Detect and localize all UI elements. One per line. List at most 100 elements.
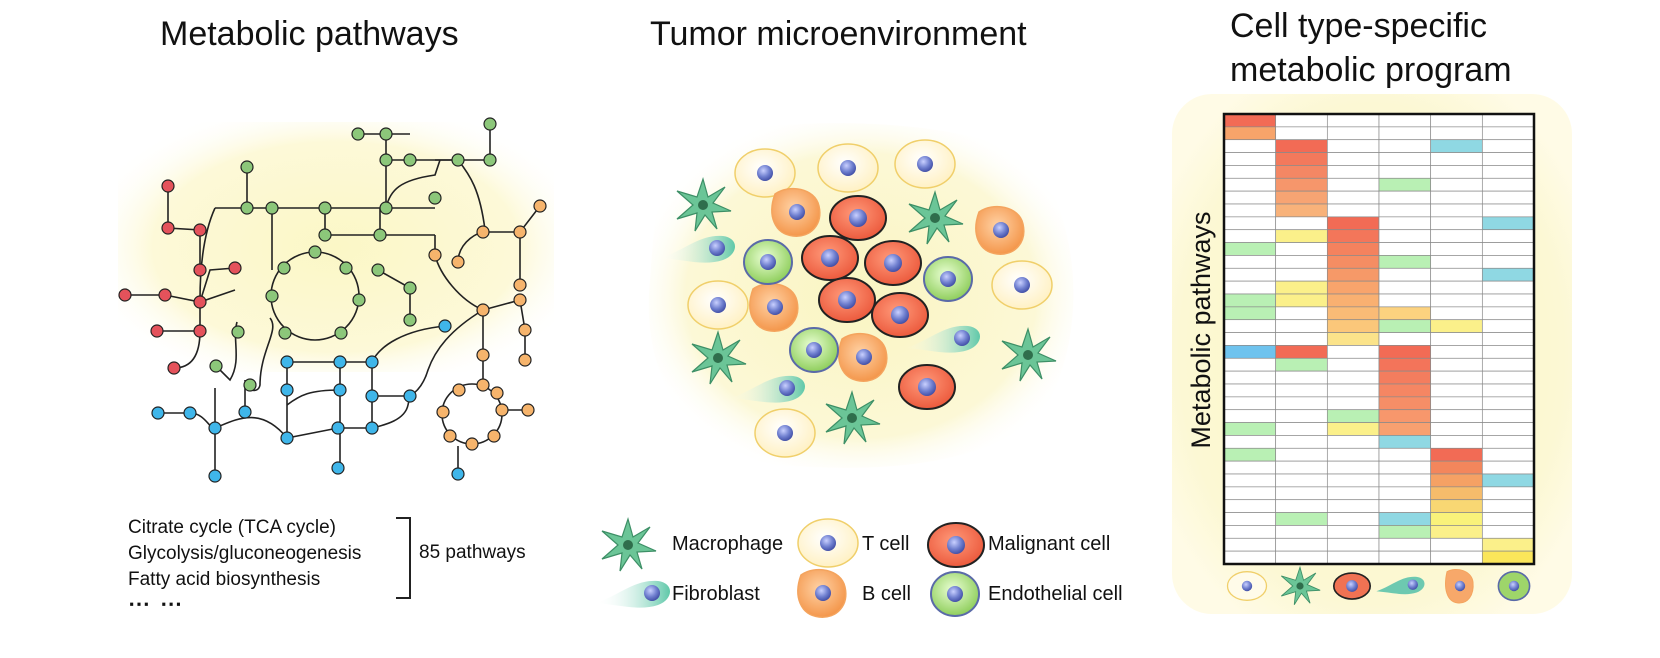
heatmap-cell bbox=[1326, 422, 1380, 436]
pathway-item: Fatty acid biosynthesis bbox=[128, 569, 321, 590]
legend-fibroblast-label: Fibroblast bbox=[672, 583, 760, 605]
column-icon-t-cell bbox=[1226, 571, 1268, 601]
column-icon-malignant-cell bbox=[1332, 572, 1372, 600]
heatmap-cell bbox=[1378, 422, 1432, 436]
heatmap-cell bbox=[1223, 242, 1277, 256]
heatmap-cell bbox=[1326, 190, 1380, 205]
heatmap-cell bbox=[1326, 460, 1380, 475]
heatmap-cell bbox=[1430, 345, 1483, 359]
heatmap-cell bbox=[1430, 537, 1483, 552]
heatmap-cell bbox=[1275, 280, 1328, 295]
heatmap-cell bbox=[1223, 383, 1277, 398]
program-title: Cell type-specific metabolic program bbox=[1230, 4, 1512, 92]
heatmap-cell bbox=[1275, 473, 1328, 488]
heatmap-cell bbox=[1275, 537, 1328, 552]
heatmap-cell bbox=[1481, 319, 1535, 333]
heatmap-cell bbox=[1223, 190, 1277, 205]
heatmap-cell bbox=[1481, 216, 1535, 231]
heatmap-cell bbox=[1223, 319, 1277, 333]
heatmap-cell bbox=[1481, 267, 1535, 282]
heatmap-cell bbox=[1326, 512, 1380, 526]
heatmap-cell bbox=[1275, 447, 1328, 462]
heatmap-cell bbox=[1481, 306, 1535, 321]
heatmap-cell bbox=[1481, 435, 1535, 449]
heatmap-cell bbox=[1223, 267, 1277, 282]
heatmap-cell bbox=[1275, 139, 1328, 153]
heatmap-cell bbox=[1275, 255, 1328, 269]
column-icon-b-cell bbox=[1445, 568, 1474, 604]
column-icon-fibroblast bbox=[1376, 576, 1425, 595]
heatmap-cell bbox=[1430, 113, 1483, 128]
heatmap-cell bbox=[1275, 345, 1328, 359]
heatmap-cell bbox=[1223, 435, 1277, 449]
heatmap-cell bbox=[1481, 370, 1535, 385]
heatmap-cell bbox=[1326, 435, 1380, 449]
heatmap-cell bbox=[1275, 460, 1328, 475]
heatmap-cell bbox=[1481, 139, 1535, 153]
heatmap-cell bbox=[1378, 280, 1432, 295]
heatmap-cell bbox=[1326, 267, 1380, 282]
heatmap-cell bbox=[1481, 190, 1535, 205]
heatmap-cell bbox=[1223, 280, 1277, 295]
heatmap-cell bbox=[1378, 267, 1432, 282]
heatmap-cell bbox=[1430, 409, 1483, 423]
heatmap-cell bbox=[1326, 525, 1380, 539]
heatmap-cell bbox=[1378, 473, 1432, 488]
heatmap-cell bbox=[1378, 486, 1432, 501]
heatmap-cell bbox=[1430, 190, 1483, 205]
heatmap-cell bbox=[1223, 486, 1277, 501]
heatmap-cell bbox=[1275, 306, 1328, 321]
column-icon-macrophage bbox=[1280, 565, 1321, 605]
heatmap-cell bbox=[1223, 537, 1277, 552]
heatmap-cell bbox=[1378, 370, 1432, 385]
heatmap-cell bbox=[1378, 460, 1432, 475]
heatmap-cell bbox=[1326, 550, 1380, 565]
heatmap-cell bbox=[1223, 422, 1277, 436]
heatmap-cell bbox=[1430, 435, 1483, 449]
heatmap-cell bbox=[1275, 203, 1328, 218]
heatmap-cell bbox=[1275, 113, 1328, 128]
heatmap-cell bbox=[1326, 370, 1380, 385]
heatmap-cell bbox=[1223, 229, 1277, 243]
heatmap-cell bbox=[1223, 447, 1277, 462]
heatmap-cell bbox=[1223, 216, 1277, 231]
heatmap-cell bbox=[1223, 306, 1277, 321]
heatmap-cell bbox=[1326, 229, 1380, 243]
heatmap-cell bbox=[1430, 460, 1483, 475]
heatmap-cell bbox=[1275, 435, 1328, 449]
heatmap-cell bbox=[1275, 525, 1328, 539]
heatmap-cell bbox=[1223, 113, 1277, 128]
heatmap-cell bbox=[1223, 152, 1277, 166]
heatmap-cell bbox=[1378, 319, 1432, 333]
heatmap-cell bbox=[1430, 293, 1483, 308]
heatmap-cell bbox=[1378, 499, 1432, 513]
heatmap-cell bbox=[1326, 319, 1380, 333]
heatmap-cell bbox=[1223, 203, 1277, 218]
heatmap-cell bbox=[1378, 139, 1432, 153]
heatmap-cell bbox=[1223, 332, 1277, 346]
heatmap-cell bbox=[1275, 242, 1328, 256]
heatmap-cell bbox=[1223, 126, 1277, 141]
heatmap-cell bbox=[1326, 126, 1380, 141]
heatmap-cell bbox=[1481, 512, 1535, 526]
heatmap-cell bbox=[1378, 126, 1432, 141]
heatmap-cell bbox=[1378, 177, 1432, 192]
heatmap-cell bbox=[1275, 409, 1328, 423]
heatmap-cell bbox=[1326, 345, 1380, 359]
heatmap-cell bbox=[1223, 396, 1277, 411]
heatmap-cell bbox=[1223, 177, 1277, 192]
heatmap-cell bbox=[1223, 255, 1277, 269]
heatmap-cell bbox=[1326, 447, 1380, 462]
heatmap-cell bbox=[1378, 229, 1432, 243]
heatmap-cell bbox=[1275, 383, 1328, 398]
heatmap-cell bbox=[1326, 383, 1380, 398]
heatmap-cell bbox=[1223, 293, 1277, 308]
heatmap-cell bbox=[1326, 216, 1380, 231]
heatmap-cell bbox=[1223, 512, 1277, 526]
heatmap-cell bbox=[1378, 113, 1432, 128]
program-title-line1: Cell type-specific bbox=[1230, 7, 1487, 45]
heatmap-cell bbox=[1430, 203, 1483, 218]
heatmap-cell bbox=[1378, 550, 1432, 565]
heatmap-cell bbox=[1223, 473, 1277, 488]
heatmap-cell bbox=[1275, 293, 1328, 308]
